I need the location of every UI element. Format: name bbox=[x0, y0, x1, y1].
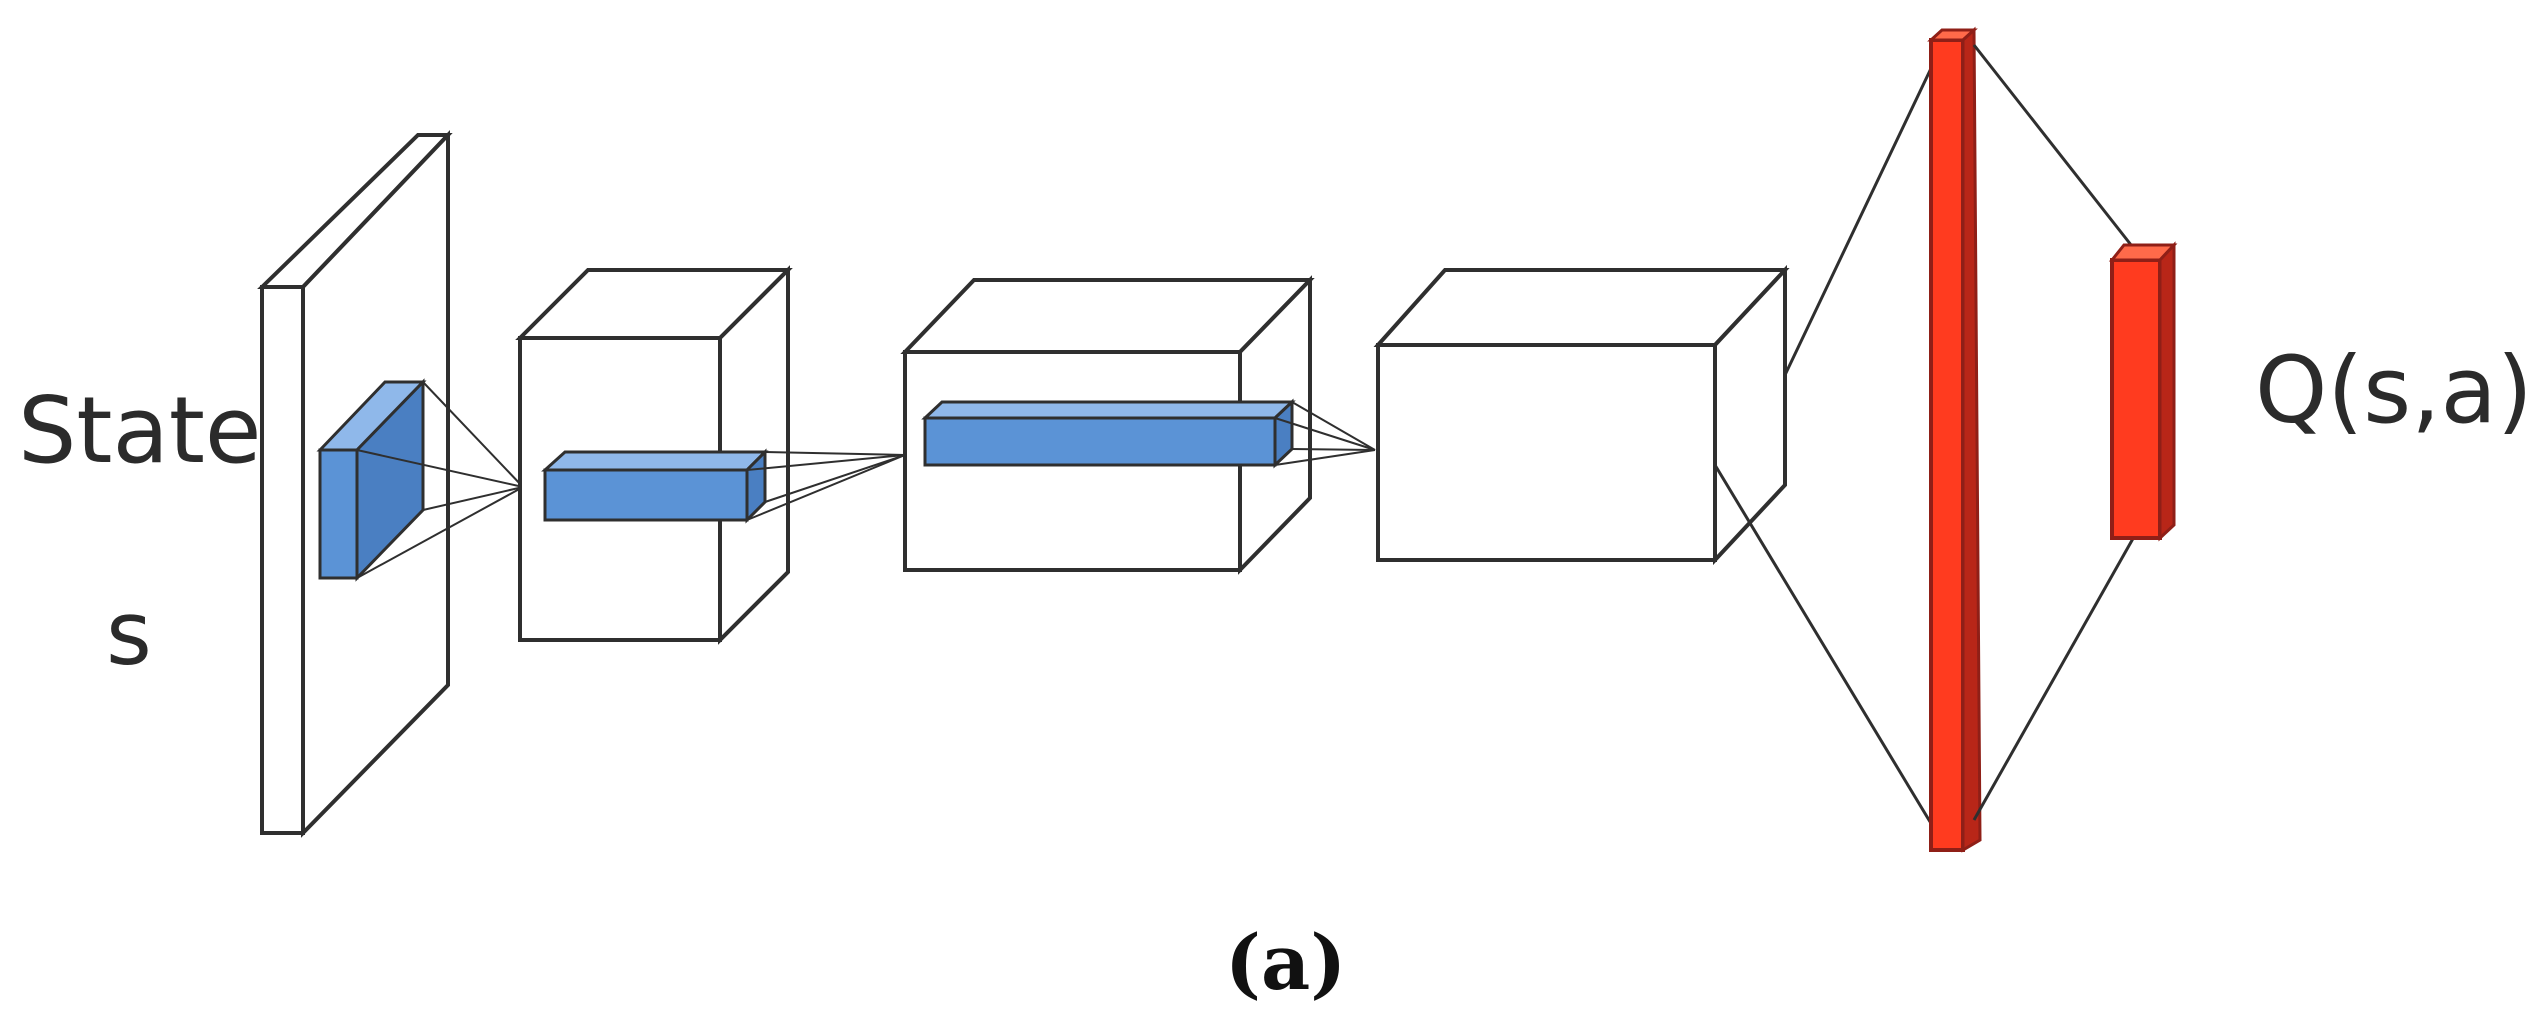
conv1-filter-front bbox=[543, 468, 749, 522]
conv3-to-fc-connections bbox=[1713, 59, 1937, 831]
conv3-side bbox=[1713, 264, 1787, 566]
conv-layer-2 bbox=[900, 275, 1315, 575]
fully-connected-layer bbox=[1927, 26, 1982, 853]
fc-to-output-connections bbox=[1972, 44, 2137, 821]
conv-layer-3 bbox=[1373, 264, 1790, 566]
input-layer-front bbox=[260, 285, 305, 835]
conv3-front bbox=[1376, 343, 1717, 562]
figure-caption: (a) bbox=[1225, 918, 1347, 1007]
input-state-layer bbox=[257, 130, 453, 838]
output-q-layer bbox=[2108, 241, 2178, 542]
conv1-to-conv2-connections bbox=[746, 451, 906, 521]
fc-layer-front bbox=[1929, 38, 1965, 852]
conv2-to-conv3-connections bbox=[1274, 401, 1376, 466]
output-layer-side bbox=[2158, 241, 2176, 542]
input-filter-front bbox=[318, 448, 359, 580]
output-layer-front bbox=[2110, 258, 2162, 540]
conv-layer-1 bbox=[515, 265, 793, 645]
conv2-filter-top bbox=[921, 400, 1296, 420]
conv2-filter-front bbox=[923, 416, 1277, 467]
state-symbol-label: s bbox=[106, 582, 152, 685]
input-to-conv1-connections bbox=[356, 381, 524, 579]
q-value-label: Q(s,a) bbox=[2255, 337, 2533, 444]
conv1-filter-top bbox=[541, 450, 769, 472]
state-label: State bbox=[18, 377, 262, 484]
fc-layer-side bbox=[1961, 26, 1982, 853]
